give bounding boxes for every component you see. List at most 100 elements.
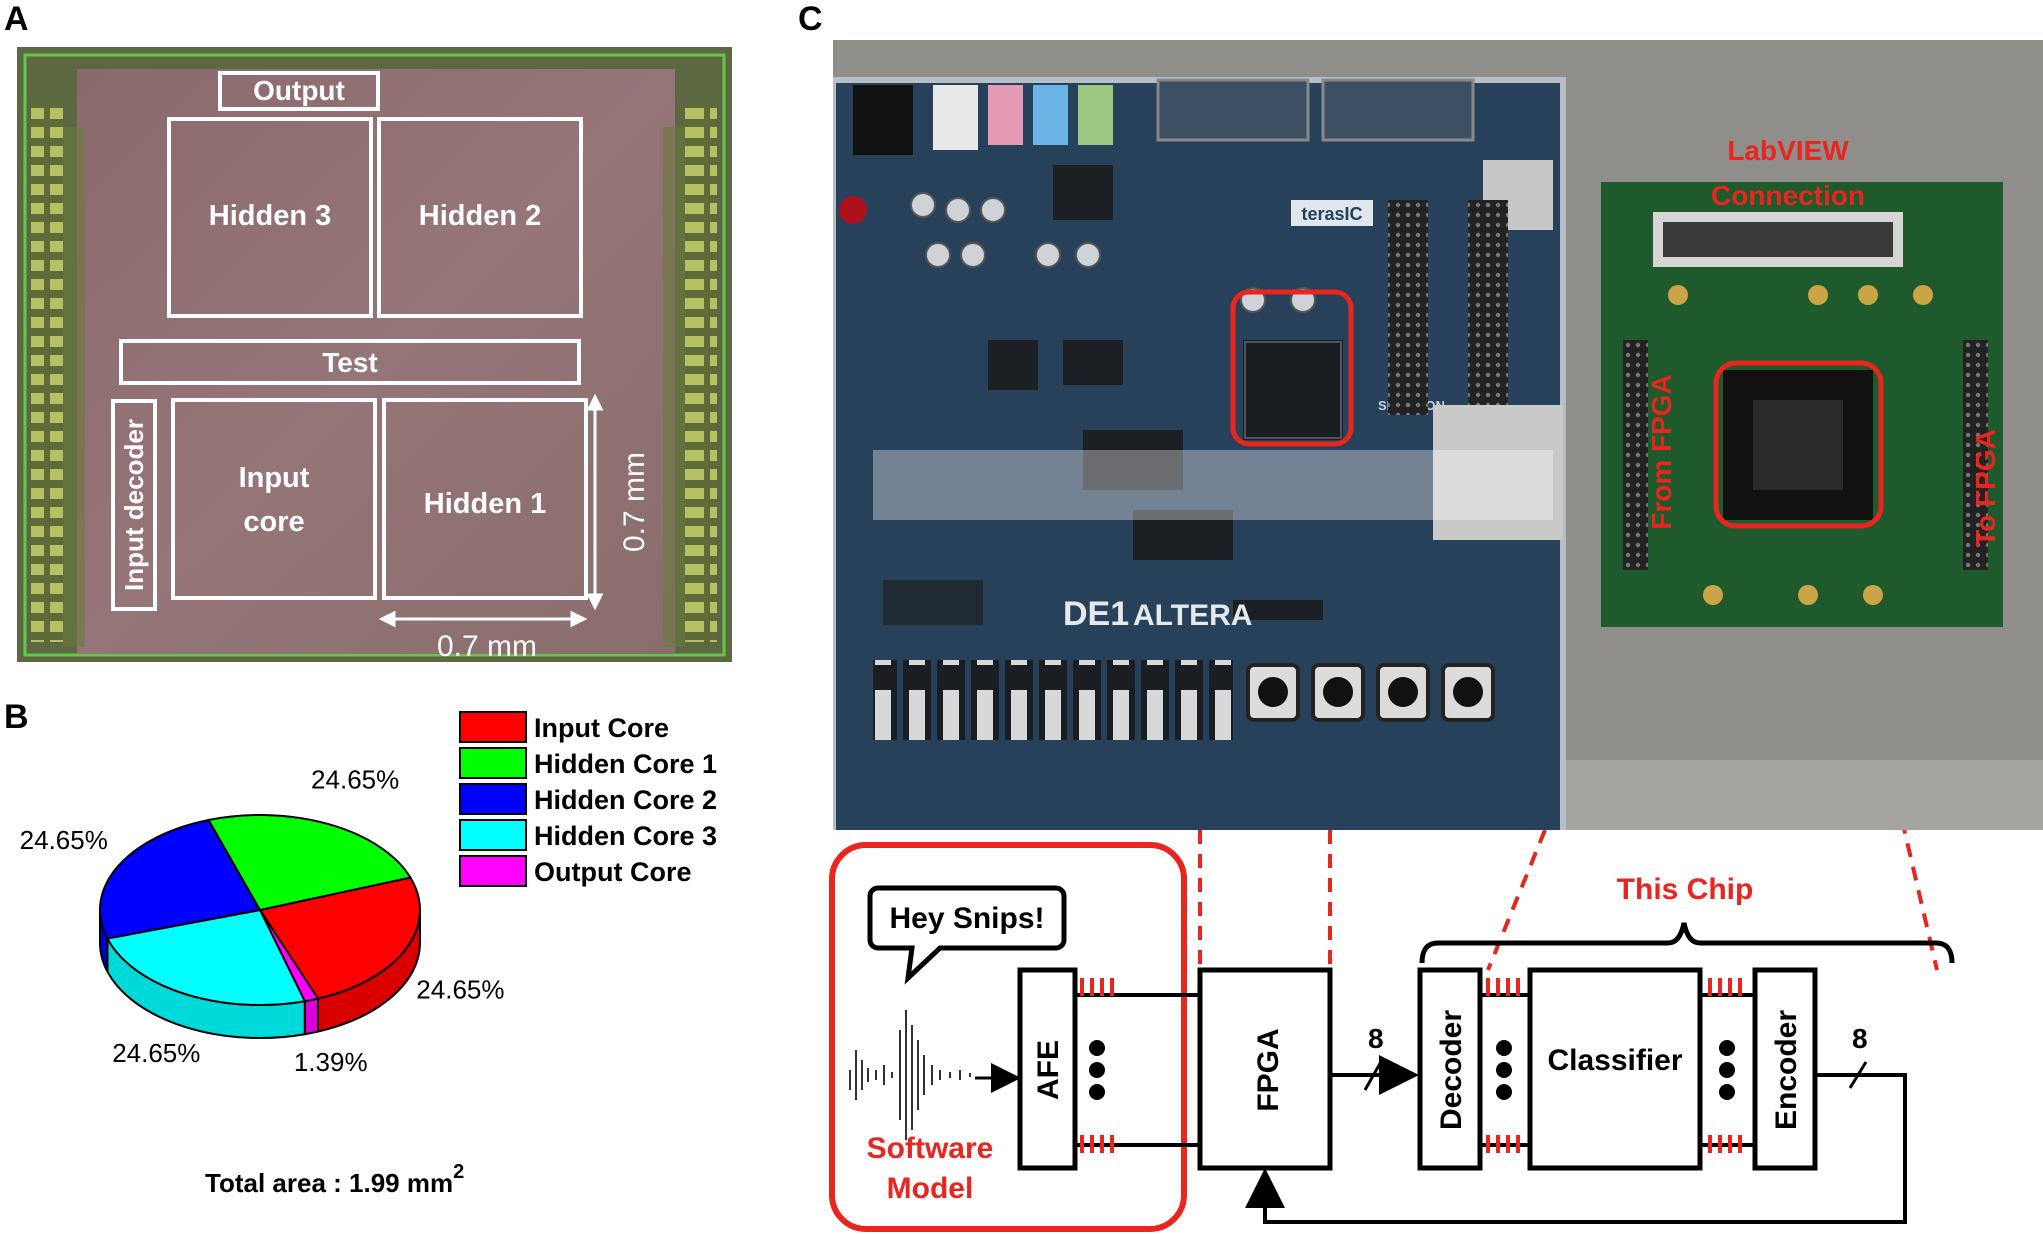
- legend-label-hidden-core-1: Hidden Core 1: [534, 749, 717, 779]
- system-block-diagram: Hey Snips! Software Model AFE FPGA 8 Thi…: [829, 830, 1955, 1232]
- to-fpga-label: To FPGA: [1970, 429, 2001, 547]
- pad-column-left: [31, 102, 63, 642]
- this-chip-label: This Chip: [1617, 873, 1754, 906]
- pie-side-output-core: [303, 997, 319, 1036]
- key3-button: [1258, 677, 1288, 707]
- panel-letter-b: B: [4, 698, 29, 736]
- io-ring-left: [63, 127, 85, 647]
- input-core-box: [171, 398, 377, 600]
- terasic-logo: terasIC: [1301, 204, 1362, 224]
- decoder-classifier-bus-ticks: [1486, 978, 1742, 1153]
- input-decoder-box: [111, 399, 157, 611]
- pad-column-right: [685, 102, 717, 642]
- encoder-block: [1752, 967, 1818, 1171]
- bus-width-label-1: 8: [1368, 1023, 1384, 1054]
- software-model-label-1: Software: [867, 1132, 994, 1165]
- output-label: Output: [253, 75, 345, 106]
- pie-label-output-core: 1.39%: [294, 1047, 368, 1077]
- sdram-chip: [1083, 430, 1183, 490]
- input-core-label-2: core: [243, 506, 304, 538]
- encoder-label: Encoder: [1770, 1010, 1803, 1130]
- afe-fpga-ellipsis: [1089, 1040, 1105, 1100]
- hidden3-box: [167, 117, 373, 318]
- from-fpga-header: [1623, 340, 1648, 570]
- input-decoder-label: Input decoder: [119, 419, 149, 591]
- fpga-label: FPGA: [1252, 1028, 1285, 1111]
- hidden3-label: Hidden 3: [209, 200, 331, 232]
- dim-horizontal-label: 0.7 mm: [437, 630, 537, 662]
- area-pie-chart: 24.65%1.39%24.65%24.65%24.65% Input Core…: [20, 711, 717, 1198]
- afe-fpga-bus-ticks: [1080, 978, 1114, 1153]
- line-out-jack: [1078, 85, 1113, 145]
- hidden1-box: [382, 398, 588, 600]
- labview-label-2: Connection: [1711, 180, 1865, 211]
- pie-label-input-core: 24.65%: [416, 975, 504, 1005]
- fpga-block: [1197, 967, 1333, 1171]
- hidden2-box: [377, 117, 583, 318]
- decoder-classifier-ellipsis: [1496, 1040, 1512, 1100]
- speech-bubble: [867, 885, 1067, 985]
- hidden2-label: Hidden 2: [419, 200, 541, 232]
- legend-label-hidden-core-3: Hidden Core 3: [534, 821, 717, 851]
- dim-vertical-label: 0.7 mm: [618, 452, 651, 552]
- test-label: Test: [322, 347, 378, 378]
- legend-swatch-input-core: [459, 711, 527, 743]
- feedback-bus: [1245, 1073, 1907, 1224]
- from-fpga-label: From FPGA: [1646, 374, 1677, 530]
- legend-swatch-hidden-core-3: [459, 819, 527, 851]
- decoder-label: Decoder: [1435, 1010, 1468, 1130]
- legend-swatch-hidden-core-2: [459, 783, 527, 815]
- pie-label-hidden-core-2: 24.65%: [20, 825, 108, 855]
- rs232-connector: [1321, 78, 1475, 142]
- classifier-label: Classifier: [1547, 1044, 1682, 1077]
- slide-switches: [873, 660, 1233, 740]
- output-core-box: [218, 71, 380, 111]
- afe-block: [1017, 967, 1078, 1171]
- fpga-highlight: [1230, 289, 1354, 447]
- software-model-group: [829, 842, 1187, 1232]
- total-area-label: Total area : 1.99 mm2: [205, 1161, 464, 1198]
- afe-label: AFE: [1032, 1040, 1065, 1100]
- pie-label-hidden-core-1: 24.65%: [311, 764, 399, 794]
- mic-jack: [988, 85, 1023, 145]
- panel-letter-c: C: [798, 0, 823, 38]
- bus-width-label-2: 8: [1852, 1023, 1868, 1054]
- pie-slice-hidden-core-2: [99, 818, 262, 940]
- dash-line-chip-left: [1486, 830, 1547, 971]
- power-jack: [853, 85, 913, 155]
- line-in-jack: [1033, 85, 1068, 145]
- panel-letter-a: A: [4, 0, 29, 38]
- legend-swatch-hidden-core-1: [459, 747, 527, 779]
- gpio0-header: [1388, 200, 1428, 415]
- classifier-encoder-ellipsis: [1719, 1040, 1735, 1100]
- gpio1-header: [1468, 200, 1508, 415]
- seal-ring: [23, 53, 726, 657]
- socket-highlight: [1713, 360, 1884, 529]
- pie-slice-input-core: [258, 876, 421, 1000]
- key1-button: [1388, 677, 1418, 707]
- speech-bubble-text: Hey Snips!: [889, 902, 1044, 935]
- classifier-block: [1527, 967, 1703, 1171]
- key2-button: [1323, 677, 1353, 707]
- io-ring-right: [663, 127, 685, 647]
- chip-micrograph: Output Hidden 3 Hidden 2 Test Input deco…: [17, 47, 732, 662]
- seven-seg-display: [883, 580, 983, 625]
- labview-label-1: LabVIEW: [1727, 135, 1849, 166]
- pie-slice-hidden-core-3: [105, 908, 307, 1006]
- fpga-chip: [1243, 340, 1343, 440]
- this-chip-brace: [1419, 922, 1955, 964]
- key0-button: [1453, 677, 1483, 707]
- to-fpga-header: [1963, 340, 1988, 570]
- fpga-board-photo: terasIC SPANSION DE1 ALTERA LabVIEW Conn…: [833, 40, 2043, 830]
- test-box: [119, 339, 581, 385]
- software-model-label-2: Model: [887, 1172, 974, 1205]
- legend-label-input-core: Input Core: [534, 713, 669, 743]
- hidden1-label: Hidden 1: [424, 488, 546, 520]
- dash-line-chip-right: [1902, 830, 1939, 971]
- sd-card-slot: [1433, 405, 1563, 540]
- power-button: [839, 196, 867, 224]
- input-core-label-1: Input: [239, 462, 310, 494]
- pie-slice-hidden-core-1: [207, 814, 412, 912]
- legend-label-output-core: Output Core: [534, 857, 691, 887]
- de1-logo: DE1: [1063, 595, 1129, 633]
